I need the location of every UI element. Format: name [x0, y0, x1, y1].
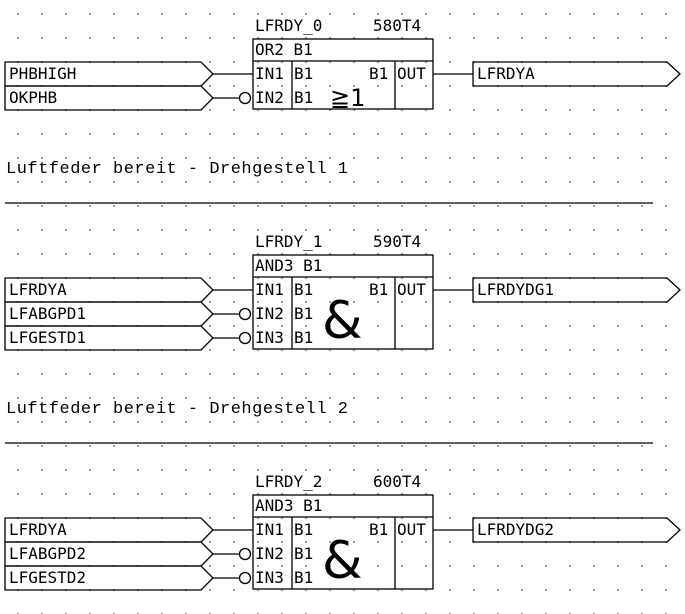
block-number: 600T4	[373, 472, 422, 491]
pin-label: IN3	[255, 568, 284, 587]
output-pin: OUT	[397, 280, 426, 299]
block-name: LFRDY_2	[255, 472, 323, 491]
pin-label: IN1	[255, 280, 284, 299]
block-box	[252, 494, 434, 590]
pin-type: B1	[294, 280, 314, 299]
block-box	[252, 38, 434, 110]
pin-label: IN2	[255, 544, 284, 563]
output-signal: LFRDYDG2	[477, 520, 555, 539]
output-signal: LFRDYDG1	[477, 280, 555, 299]
input-connector[interactable]	[4, 517, 214, 543]
negation-circle	[238, 307, 252, 321]
output-signal: LFRDYA	[477, 64, 535, 83]
pin-type: B1	[294, 544, 314, 563]
pin-type: B1	[294, 88, 314, 107]
pin-type: B1	[294, 520, 314, 539]
negation-circle	[238, 571, 252, 585]
input-signal: LFGESTD1	[9, 328, 87, 347]
pin-type: B1	[294, 328, 314, 347]
pin-type: B1	[294, 64, 314, 83]
output-pin: OUT	[397, 64, 426, 83]
output-pin: OUT	[397, 520, 426, 539]
input-connector[interactable]	[4, 565, 214, 591]
input-connector[interactable]	[4, 301, 214, 327]
input-signal: LFRDYA	[9, 520, 67, 539]
input-signal: LFABGPD2	[9, 544, 87, 563]
block-type: AND3 B1	[255, 496, 323, 515]
pin-label: IN2	[255, 88, 284, 107]
input-signal: OKPHB	[9, 88, 58, 107]
block-box	[252, 254, 434, 350]
output-connector[interactable]	[472, 277, 681, 303]
or-symbol: ≧1	[330, 84, 366, 112]
output-connector[interactable]	[472, 517, 681, 543]
comment-text: Luftfeder bereit - Drehgestell 1	[6, 160, 349, 179]
input-connector[interactable]	[4, 541, 214, 567]
block-type: AND3 B1	[255, 256, 323, 275]
input-connector[interactable]	[4, 277, 214, 303]
pin-label: IN1	[255, 64, 284, 83]
block-name: LFRDY_0	[255, 16, 323, 35]
and-symbol: &	[322, 531, 363, 591]
input-connector[interactable]	[4, 85, 214, 111]
output-type: B1	[369, 520, 389, 539]
input-signal: LFABGPD1	[9, 304, 87, 323]
comment-text: Luftfeder bereit - Drehgestell 2	[6, 400, 349, 419]
pin-label: IN1	[255, 520, 284, 539]
input-connector[interactable]	[4, 325, 214, 351]
input-signal: LFRDYA	[9, 280, 67, 299]
input-connector[interactable]	[4, 61, 214, 87]
pin-label: IN2	[255, 304, 284, 323]
pin-type: B1	[294, 568, 314, 587]
input-signal: PHBHIGH	[9, 64, 77, 83]
block-type: OR2 B1	[255, 40, 313, 59]
output-type: B1	[369, 280, 389, 299]
and-symbol: &	[322, 291, 363, 351]
pin-type: B1	[294, 304, 314, 323]
output-type: B1	[369, 64, 389, 83]
input-signal: LFGESTD2	[9, 568, 87, 587]
block-number: 580T4	[373, 16, 422, 35]
negation-circle	[238, 547, 252, 561]
pin-label: IN3	[255, 328, 284, 347]
negation-circle	[238, 91, 252, 105]
negation-circle	[238, 331, 252, 345]
output-connector[interactable]	[472, 61, 681, 87]
block-number: 590T4	[373, 232, 422, 251]
block-name: LFRDY_1	[255, 232, 323, 251]
